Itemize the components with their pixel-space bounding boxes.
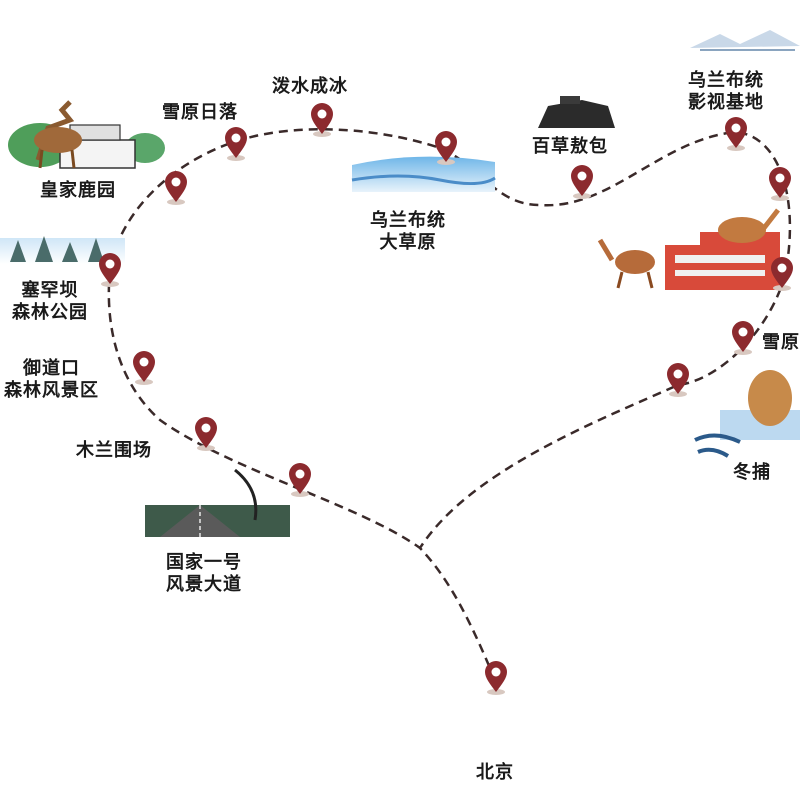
label-wulanbutong-yingshi: 乌兰布统 影视基地 [688,70,764,114]
pin-hole [317,109,327,119]
label-line-1: 乌兰布统 [370,210,446,231]
aobao-illustration [538,96,615,128]
pin-huangjia-luyuan-icon [165,171,187,205]
pin-baicao-aobao-icon [571,165,593,199]
heart-route-line [107,128,792,681]
pin-hole [775,173,785,183]
snow-mountain-illustration [690,30,800,51]
pin-hole [673,369,683,379]
label-line-2: 森林公园 [12,302,88,323]
pin-yingshi-icon [725,117,747,151]
label-line-2: 森林风景区 [4,380,99,401]
ice-fishing-illustration [694,370,800,458]
pin-hole [441,137,451,147]
label-xueyuan-riluo: 雪原日落 [162,102,238,123]
label-guojia-yihao: 国家一号 风景大道 [166,552,242,596]
pin-group [99,103,793,695]
pin-right-upper-icon [769,167,791,201]
pin-dongbu-route-icon [667,363,689,397]
label-beijing: 北京 [476,762,514,783]
label-huangjia-luyuan: 皇家鹿园 [40,180,116,201]
pin-guojia-yihao-icon [289,463,311,497]
pin-hole [201,423,211,433]
label-line-1: 国家一号 [166,552,242,573]
pin-yudaokou-icon [133,351,155,385]
deer-park-illustration [8,100,165,169]
pin-saihanba-icon [99,253,121,287]
label-wulanbutong-dacaoyuan: 乌兰布统 大草原 [370,210,446,254]
pin-beijing-icon [485,661,507,695]
pin-right-mid-icon [771,257,793,291]
label-poshui-chengbing: 泼水成冰 [272,76,348,97]
pin-poshui-chengbing-icon [311,103,333,137]
pin-xueyuan-riluo-icon [225,127,247,161]
label-line-1: 塞罕坝 [21,280,79,301]
pin-hole [731,123,741,133]
pin-hole [105,259,115,269]
pin-hole [738,327,748,337]
pin-mulan-icon [195,417,217,451]
label-line-2: 影视基地 [688,92,764,113]
pin-hole [491,667,501,677]
camel-wall-illustration [597,208,780,290]
pin-xueyuan-right-icon [732,321,754,355]
pin-dacaoyuan-icon [435,131,457,165]
label-line-2: 大草原 [379,232,437,253]
pin-hole [171,177,181,187]
pin-hole [577,171,587,181]
label-saihanba: 塞罕坝 森林公园 [12,280,88,324]
grassland-illustration [351,156,496,192]
scenic-road-illustration [145,468,290,537]
pin-hole [295,469,305,479]
pin-hole [231,133,241,143]
label-xueyuan-right: 雪原 [762,332,800,353]
label-line-1: 御道口 [23,358,80,379]
label-line-1: 乌兰布统 [688,70,764,91]
label-line-2: 风景大道 [166,574,242,595]
pin-hole [139,357,149,367]
pin-hole [777,263,787,273]
label-baicao-aobao: 百草敖包 [532,136,608,157]
label-yudaokou: 御道口 森林风景区 [4,358,99,402]
label-dongbu: 冬捕 [733,462,771,483]
label-mulan-weichang: 木兰围场 [76,440,152,461]
